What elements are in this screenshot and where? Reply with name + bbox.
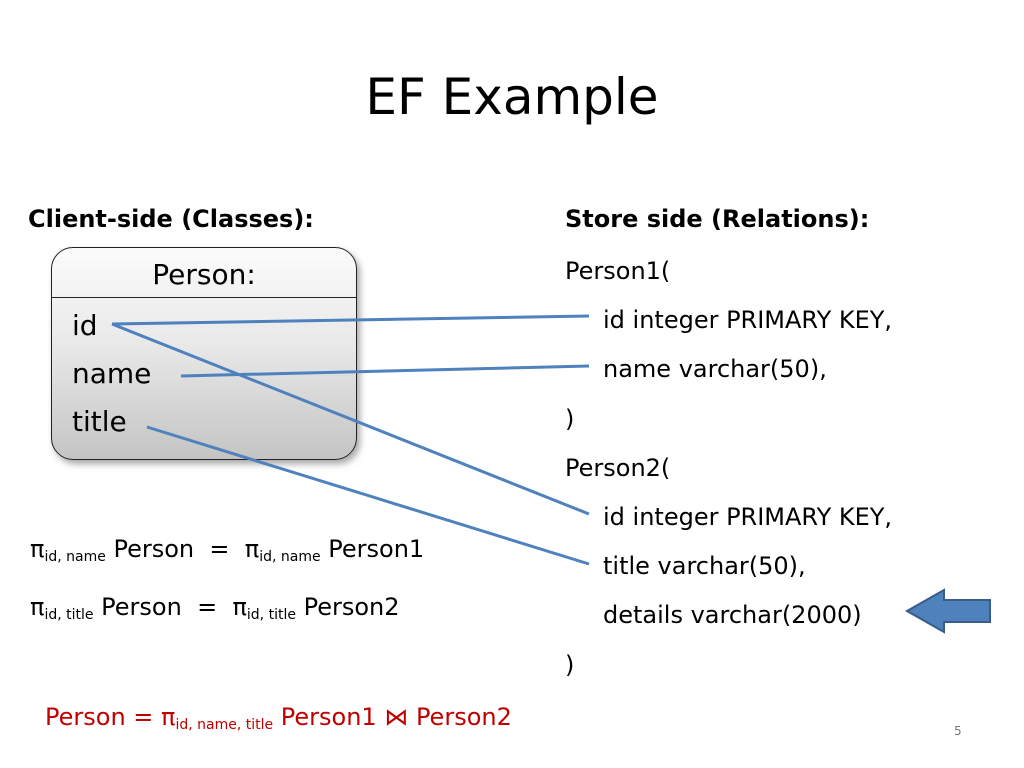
join-formula: Person = πid, name, title Person1 ⋈ Pers… bbox=[45, 703, 512, 733]
person2-title-column: title varchar(50), bbox=[603, 552, 806, 580]
left-arrow-icon bbox=[904, 588, 991, 634]
projection-formula-2: πid, title Person = πid, title Person2 bbox=[30, 593, 400, 623]
connector-name-to-person1-name bbox=[180, 364, 590, 378]
connector-id-to-person2-id bbox=[111, 322, 590, 516]
field-title: title bbox=[72, 405, 127, 438]
person-class-box: Person: id name title bbox=[51, 247, 357, 460]
connector-id-to-person1-id bbox=[111, 314, 590, 326]
field-name: name bbox=[72, 357, 152, 390]
class-divider bbox=[52, 297, 356, 298]
relation-person1-close: ) bbox=[565, 405, 575, 433]
page-number: 5 bbox=[954, 724, 962, 738]
connector-title-to-person2-title bbox=[146, 425, 590, 566]
relation-person2-close: ) bbox=[565, 651, 575, 679]
projection-formula-1: πid, name Person = πid, name Person1 bbox=[30, 535, 425, 565]
slide-title: EF Example bbox=[365, 68, 659, 126]
person2-details-column: details varchar(2000) bbox=[603, 601, 862, 629]
store-side-heading: Store side (Relations): bbox=[565, 205, 870, 233]
client-side-heading: Client-side (Classes): bbox=[28, 205, 314, 233]
person1-id-column: id integer PRIMARY KEY, bbox=[603, 306, 893, 334]
relation-person1-open: Person1( bbox=[565, 257, 671, 285]
person2-id-column: id integer PRIMARY KEY, bbox=[603, 503, 893, 531]
relation-person2-open: Person2( bbox=[565, 454, 671, 482]
field-id: id bbox=[72, 309, 98, 342]
class-name: Person: bbox=[152, 258, 256, 291]
person1-name-column: name varchar(50), bbox=[603, 355, 827, 383]
